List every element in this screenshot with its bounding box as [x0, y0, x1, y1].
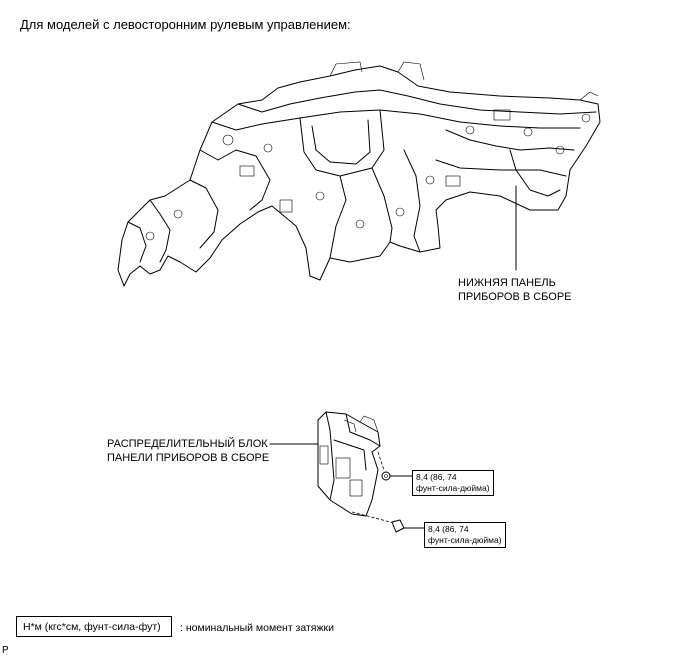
figure-heading: Для моделей с левосторонним рулевым упра… [20, 17, 351, 32]
lower-panel-label: НИЖНЯЯ ПАНЕЛЬ ПРИБОРОВ В СБОРЕ [458, 276, 572, 304]
lower-panel-label-line: ПРИБОРОВ В СБОРЕ [458, 291, 572, 303]
bolt-icon [377, 451, 391, 481]
junction-block-label: РАСПРЕДЕЛИТЕЛЬНЫЙ БЛОК ПАНЕЛИ ПРИБОРОВ В… [107, 437, 269, 465]
instrument-panel-junction-block-illustration [317, 411, 381, 517]
instrument-panel-lower-assembly-illustration [117, 61, 601, 287]
legend-description: : номинальный момент затяжки [180, 622, 334, 634]
legend-box: Н*м (кгс*см, фунт-сила-фут) [16, 616, 172, 637]
junction-block-label-line: ПАНЕЛИ ПРИБОРОВ В СБОРЕ [107, 452, 270, 464]
torque-spec-box: 8,4 (86, 74 фунт-сила-дюйма) [424, 522, 506, 548]
torque-spec-unit: фунт-сила-дюйма) [416, 483, 490, 493]
torque-spec-value: 8,4 (86, 74 [428, 524, 469, 534]
figure-code: P [2, 645, 9, 656]
torque-spec-unit: фунт-сила-дюйма) [428, 535, 502, 545]
lower-panel-label-line: НИЖНЯЯ ПАНЕЛЬ [458, 277, 556, 289]
torque-spec-value: 8,4 (86, 74 [416, 472, 457, 482]
torque-spec-box: 8,4 (86, 74 фунт-сила-дюйма) [412, 470, 494, 496]
junction-block-label-line: РАСПРЕДЕЛИТЕЛЬНЫЙ БЛОК [107, 438, 268, 450]
